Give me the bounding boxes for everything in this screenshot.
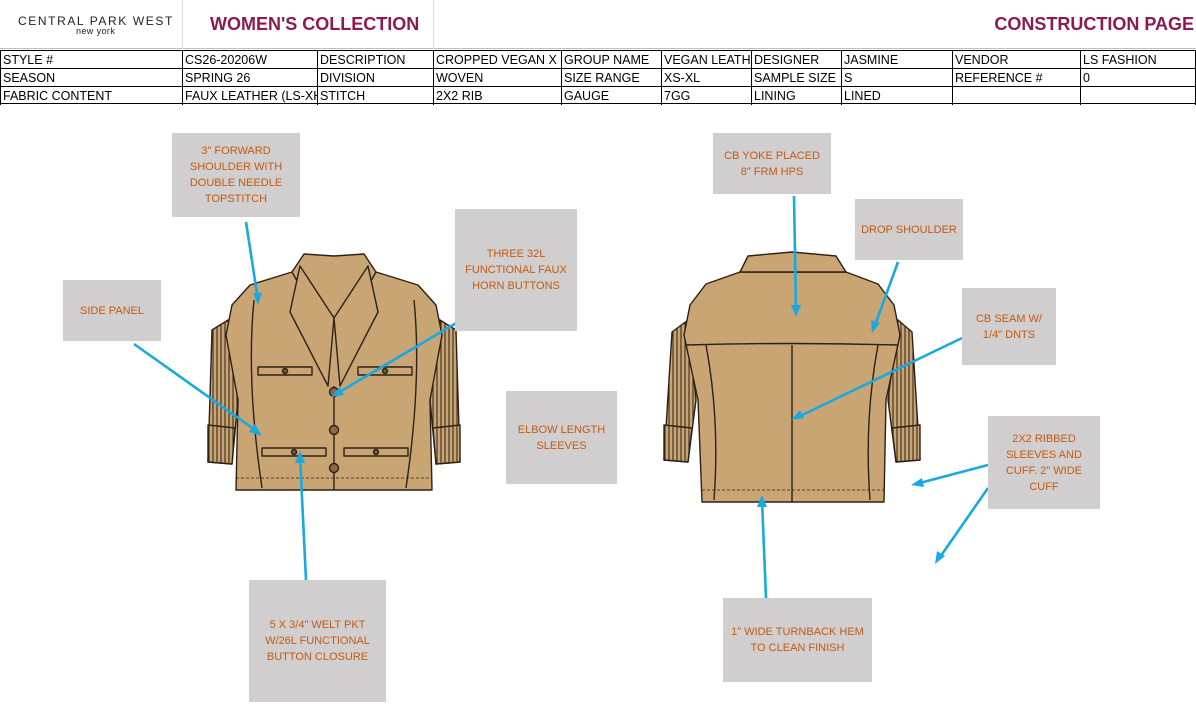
- front-right-lapel: [333, 265, 379, 387]
- page-header: CENTRAL PARK WEST new york WOMEN'S COLLE…: [0, 0, 1196, 49]
- spec-cell[interactable]: DESIGNER: [752, 51, 842, 69]
- back-collar: [739, 251, 847, 273]
- spec-row: STYLE # CS26-20206W DESCRIPTION CROPPED …: [0, 51, 1196, 69]
- callout-ribbed-sleeves: 2X2 RIBBED SLEEVES AND CUFF. 2" WIDE CUF…: [988, 416, 1100, 509]
- spec-cell[interactable]: DESCRIPTION: [318, 51, 434, 69]
- spec-cell[interactable]: XS-XL: [662, 69, 752, 87]
- callout-elbow-sleeves: ELBOW LENGTH SLEEVES: [506, 391, 617, 484]
- spec-cell[interactable]: STITCH: [318, 87, 434, 105]
- front-jacket-sketch: [207, 253, 461, 491]
- spec-row: FABRIC CONTENT FAUX LEATHER (LS-XHX STIT…: [0, 87, 1196, 105]
- spec-cell[interactable]: WOVEN: [434, 69, 562, 87]
- callout-cb-seam: CB SEAM W/ 1/4" DNTS: [962, 288, 1056, 365]
- callout-text: 1" WIDE TURNBACK HEM TO CLEAN FINISH: [731, 626, 864, 654]
- brand-subtitle: new york: [76, 26, 116, 36]
- brand-name: CENTRAL PARK WEST: [18, 14, 174, 28]
- back-right-cuff: [891, 424, 921, 463]
- callout-forward-shoulder: 3" FORWARD SHOULDER WITH DOUBLE NEEDLE T…: [172, 133, 300, 217]
- spec-cell[interactable]: STYLE #: [0, 51, 183, 69]
- collection-cell: WOMEN'S COLLECTION: [183, 0, 434, 49]
- callout-cb-yoke: CB YOKE PLACED 8" FRM HPS: [713, 133, 831, 194]
- callout-drop-shoulder: DROP SHOULDER: [855, 199, 963, 260]
- callout-text: 5 X 3/4" WELT PKT W/26L FUNCTIONAL BUTTO…: [265, 619, 370, 663]
- front-right-cuff: [432, 424, 461, 465]
- spec-row: SEASON SPRING 26 DIVISION WOVEN SIZE RAN…: [0, 69, 1196, 87]
- spec-cell[interactable]: 2X2 RIB: [434, 87, 562, 105]
- front-button: [328, 462, 340, 474]
- spec-cell[interactable]: FAUX LEATHER (LS-XHX: [185, 87, 318, 105]
- callout-welt-pocket: 5 X 3/4" WELT PKT W/26L FUNCTIONAL BUTTO…: [249, 580, 386, 702]
- spec-cell[interactable]: CS26-20206W: [183, 51, 318, 69]
- back-jacket-sketch: [663, 251, 921, 503]
- spec-cell[interactable]: REFERENCE #: [953, 69, 1081, 87]
- spec-cell[interactable]: FABRIC CONTENT: [0, 87, 183, 105]
- callout-turnback-hem: 1" WIDE TURNBACK HEM TO CLEAN FINISH: [723, 598, 872, 682]
- collection-title: WOMEN'S COLLECTION: [210, 14, 420, 34]
- callout-text: CB YOKE PLACED 8" FRM HPS: [724, 149, 820, 178]
- back-left-cuff: [663, 424, 693, 463]
- spec-cell[interactable]: CROPPED VEGAN X: [434, 51, 562, 69]
- brand-logo: CENTRAL PARK WEST new york: [0, 0, 183, 49]
- spec-cell[interactable]: [953, 87, 1081, 105]
- spec-cell[interactable]: 7GG: [662, 87, 752, 105]
- spec-table: STYLE # CS26-20206W DESCRIPTION CROPPED …: [0, 50, 1196, 105]
- spec-cell[interactable]: LINED: [842, 87, 953, 105]
- spec-cell[interactable]: JASMINE: [842, 51, 953, 69]
- callout-horn-buttons: THREE 32L FUNCTIONAL FAUX HORN BUTTONS: [455, 209, 577, 331]
- spec-cell[interactable]: SAMPLE SIZE: [752, 69, 842, 87]
- front-left-cuff: [207, 424, 236, 465]
- spec-cell[interactable]: VEGAN LEATH: [664, 51, 752, 69]
- spec-cell[interactable]: SPRING 26: [183, 69, 318, 87]
- page-title: CONSTRUCTION PAGE: [994, 14, 1194, 34]
- callout-text: SIDE PANEL: [80, 304, 144, 317]
- spec-cell[interactable]: VENDOR: [953, 51, 1081, 69]
- spec-cell[interactable]: SEASON: [0, 69, 183, 87]
- callout-text: ELBOW LENGTH SLEEVES: [517, 423, 606, 452]
- front-body: [225, 271, 443, 491]
- spec-cell[interactable]: GAUGE: [562, 87, 662, 105]
- callout-arrows: [133, 195, 990, 599]
- callout-text: CB SEAM W/ 1/4" DNTS: [975, 312, 1042, 341]
- spec-cell[interactable]: LINING: [752, 87, 842, 105]
- back-yoke-seam: [685, 342, 899, 346]
- callout-text: 3" FORWARD SHOULDER WITH DOUBLE NEEDLE T…: [189, 145, 283, 205]
- front-button: [328, 424, 340, 436]
- callout-text: 2X2 RIBBED SLEEVES AND CUFF. 2" WIDE CUF…: [1005, 432, 1083, 493]
- front-left-lapel: [289, 265, 335, 387]
- spec-cell[interactable]: DIVISION: [318, 69, 434, 87]
- callout-text: DROP SHOULDER: [861, 223, 957, 236]
- callout-text: THREE 32L FUNCTIONAL FAUX HORN BUTTONS: [465, 248, 567, 292]
- callout-side-panel: SIDE PANEL: [63, 280, 161, 341]
- spec-cell[interactable]: SIZE RANGE: [562, 69, 662, 87]
- spec-cell[interactable]: S: [842, 69, 953, 87]
- spec-cell[interactable]: GROUP NAME: [562, 51, 662, 69]
